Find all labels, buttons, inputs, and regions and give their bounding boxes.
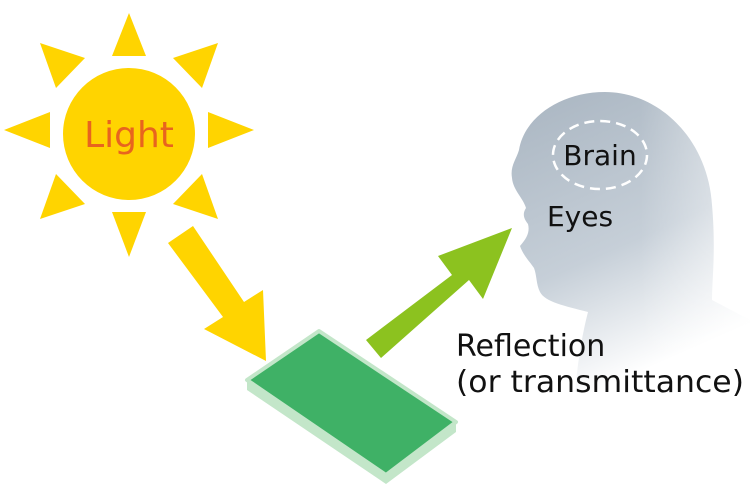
reflection-label: Reflection [456, 329, 605, 364]
reflected-light-arrow [366, 228, 512, 358]
transmittance-label: (or transmittance) [456, 365, 744, 400]
brain-label: Brain [563, 139, 636, 172]
sun: Light [4, 13, 254, 257]
sun-rays [4, 13, 254, 257]
eyes-label: Eyes [547, 200, 613, 233]
object-top [245, 329, 458, 477]
reflecting-object [245, 329, 458, 484]
incoming-light-arrow [168, 226, 266, 361]
sun-disc [63, 68, 195, 200]
sun-label: Light [84, 115, 174, 156]
brain-outline [551, 119, 649, 191]
human-head: Brain Eyes [511, 90, 750, 392]
